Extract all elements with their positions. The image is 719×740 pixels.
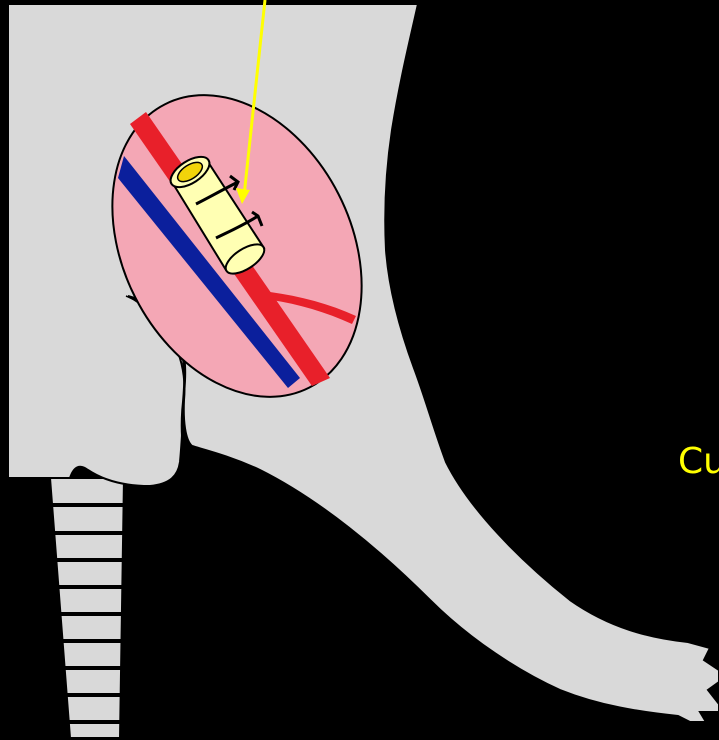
- trachea: [50, 478, 124, 738]
- edge-label: Cu: [678, 444, 719, 480]
- trachea-body: [50, 478, 124, 738]
